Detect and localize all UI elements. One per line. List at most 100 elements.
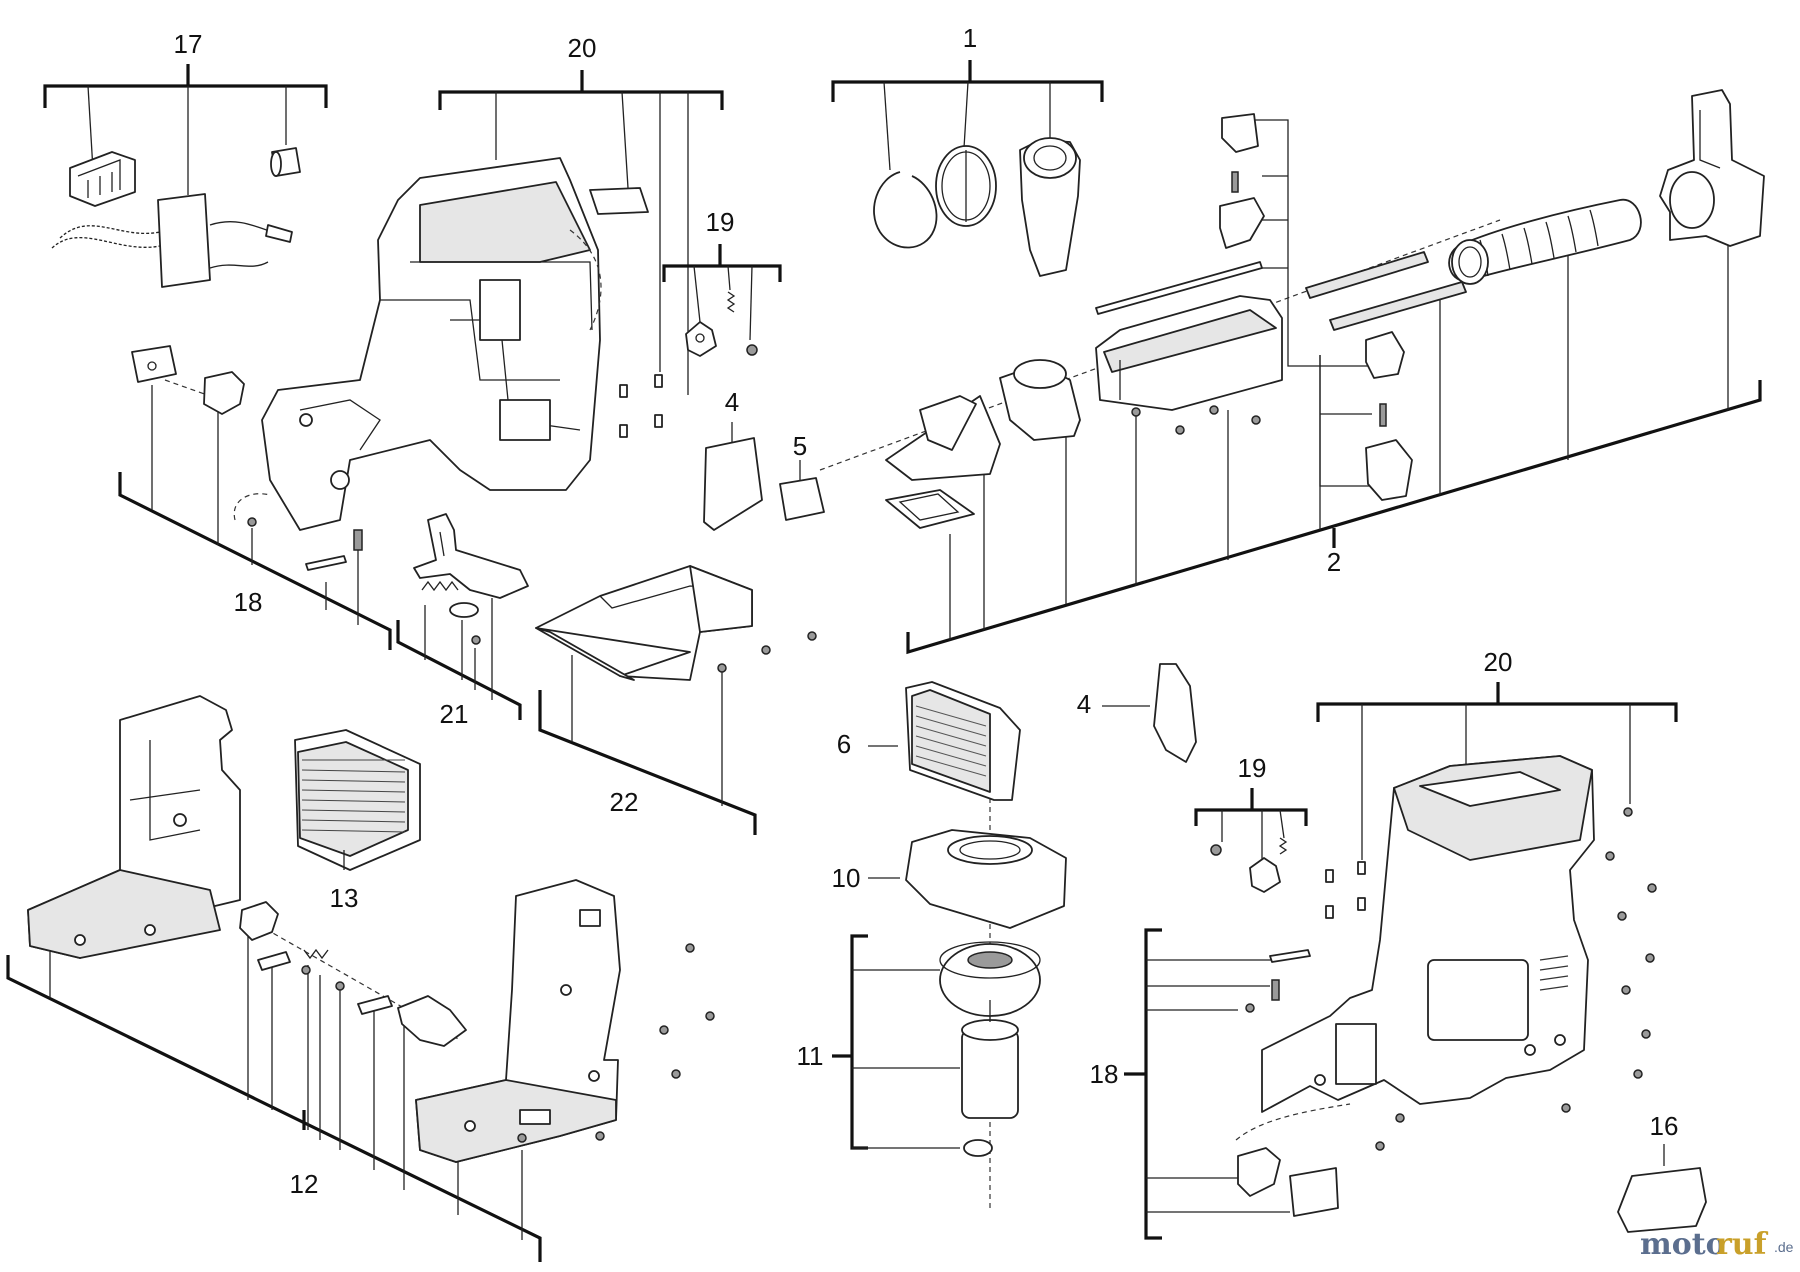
callout-label-19-top: 19 xyxy=(706,207,735,237)
pin-rod-right xyxy=(1269,949,1311,963)
motor-11 xyxy=(961,1000,1019,1119)
callout-group-11 xyxy=(832,934,960,1150)
filter-cartridge-13 xyxy=(294,729,421,871)
callout-label-20-right: 20 xyxy=(1484,647,1513,677)
callout-label-12: 12 xyxy=(290,1169,319,1199)
main-housing-left-part xyxy=(261,157,602,531)
callout-group-19-top xyxy=(662,244,782,341)
screw-19-top xyxy=(746,344,758,356)
spring-top-2 xyxy=(1231,171,1239,193)
callout-label-1: 1 xyxy=(963,23,977,53)
screw-21 xyxy=(471,635,481,645)
callout-group-19-right xyxy=(1194,788,1308,860)
callout-group-1 xyxy=(831,60,1104,171)
seal-pad-5 xyxy=(779,477,825,521)
main-housing-right-part xyxy=(1235,755,1595,1141)
callout-label-11: 11 xyxy=(797,1041,824,1071)
callout-label-21: 21 xyxy=(440,699,469,729)
watermark-logo: moto ruf .de xyxy=(1640,1227,1794,1262)
screws-22 xyxy=(717,631,817,673)
callout-group-22 xyxy=(538,655,757,835)
cover-pad-16 xyxy=(1617,1167,1707,1233)
spring-12 xyxy=(303,948,329,960)
screw-19-right xyxy=(1210,844,1222,856)
seal-strip-b-2 xyxy=(1329,281,1467,331)
callout-group-12 xyxy=(6,912,542,1262)
cover-plate-4 xyxy=(703,437,763,531)
watermark-text-b: ruf xyxy=(1716,1227,1769,1262)
callout-label-18-right: 18 xyxy=(1090,1059,1119,1089)
callout-label-5: 5 xyxy=(793,431,807,461)
housing-cover-right-part xyxy=(415,879,621,1163)
plate-small-part xyxy=(131,345,177,383)
bellows-hose-2 xyxy=(1448,199,1642,285)
callout-group-18-right xyxy=(1124,928,1290,1240)
seal-strip-a-2 xyxy=(1305,251,1429,299)
callout-group-17 xyxy=(43,64,328,195)
latch-lower-a-2 xyxy=(1365,331,1405,379)
spring-lower-2 xyxy=(1379,403,1387,427)
callout-label-6: 6 xyxy=(837,729,851,759)
plate-12b xyxy=(357,995,393,1015)
spring-19-top xyxy=(726,291,736,313)
spring-coil-21 xyxy=(421,580,459,592)
callout-label-4-mid: 4 xyxy=(1077,689,1091,719)
plate-right-18 xyxy=(1289,1167,1339,1217)
pins-group-left xyxy=(619,374,663,438)
screw-12a xyxy=(301,965,311,975)
latch-mid-2 xyxy=(1219,197,1265,249)
spring-right-18 xyxy=(1271,979,1280,1001)
pin-rod-part xyxy=(305,555,347,571)
callout-label-2: 2 xyxy=(1327,547,1341,577)
watermark-suffix: .de xyxy=(1774,1239,1794,1255)
motor-cap-11 xyxy=(963,1139,993,1157)
latch-12b xyxy=(397,995,467,1047)
callout-label-22: 22 xyxy=(610,787,639,817)
nozzle-guide-2 xyxy=(1659,89,1765,247)
elbow-base-2 xyxy=(885,395,1001,481)
washer-21 xyxy=(449,602,479,618)
callout-label-10: 10 xyxy=(832,863,861,893)
callout-label-20-top: 20 xyxy=(568,33,597,63)
fan-impeller-11 xyxy=(939,941,1041,1017)
callout-group-20-top xyxy=(438,70,724,395)
gasket-frame-2 xyxy=(885,489,975,529)
housing-cover-left-part xyxy=(27,695,241,959)
fan-cover-10 xyxy=(905,829,1067,929)
switch-module-part xyxy=(157,193,211,288)
window-insert-part xyxy=(589,187,649,215)
latch-right-18 xyxy=(1237,1147,1281,1197)
callout-label-17: 17 xyxy=(174,29,203,59)
connector-plug-part xyxy=(69,151,136,207)
callout-group-20-right xyxy=(1316,682,1678,860)
screw-12b xyxy=(335,981,345,991)
latch-lower-b-2 xyxy=(1365,439,1413,501)
callout-group-21 xyxy=(396,598,522,720)
catch-lever-19 xyxy=(685,321,717,357)
small-block-part xyxy=(270,147,301,177)
strip-thin-2 xyxy=(1095,261,1263,315)
callout-group-18-left xyxy=(118,385,392,650)
filter-disc-part xyxy=(935,145,997,227)
callout-label-18-left: 18 xyxy=(234,587,263,617)
callout-group-2 xyxy=(906,225,1762,655)
plate-12 xyxy=(257,951,291,971)
filter-panel-6 xyxy=(905,681,1021,801)
baffle-plate-22 xyxy=(535,565,753,681)
screw-small-18a xyxy=(247,517,257,527)
screws-lower-right xyxy=(517,943,715,1143)
screw-right-18 xyxy=(1245,1003,1255,1013)
nozzle-elbow-2 xyxy=(999,359,1081,441)
nozzle-head-part xyxy=(1019,137,1081,277)
screws-row-2 xyxy=(1131,405,1261,435)
bracket-connector-lines-2 xyxy=(1232,119,1382,487)
callout-label-19-right: 19 xyxy=(1238,753,1267,783)
retaining-ring-part xyxy=(873,171,938,249)
cover-plate-4-mid xyxy=(1153,663,1197,763)
screws-right-column xyxy=(1375,807,1657,1151)
spring-19-right xyxy=(1278,837,1288,855)
callout-label-16: 16 xyxy=(1650,1111,1679,1141)
pins-group-right xyxy=(1325,861,1366,919)
catch-lever-19-right xyxy=(1249,857,1281,893)
